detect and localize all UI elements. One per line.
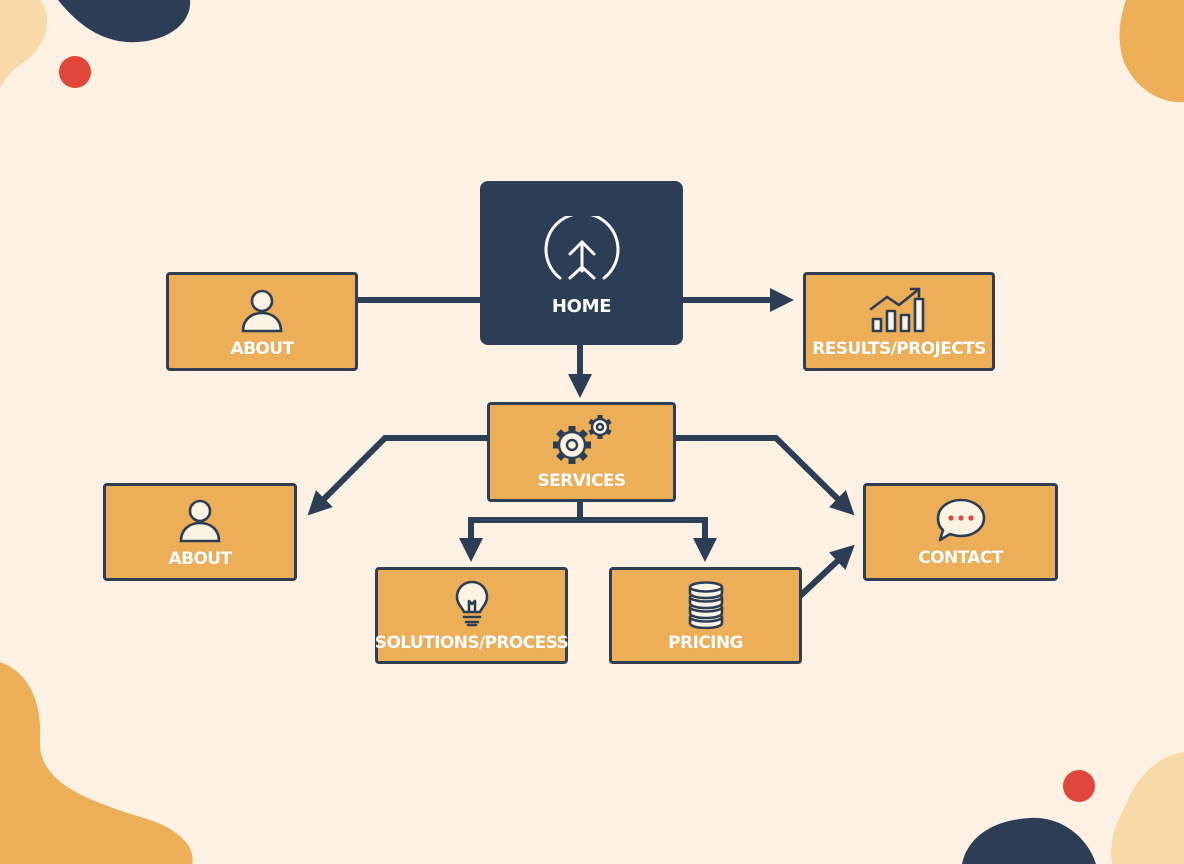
coin-stack-icon: [688, 580, 723, 629]
blob-bottom-left: [0, 662, 193, 864]
link-services-solutions: [459, 500, 583, 562]
node-about-top[interactable]: ABOUT: [166, 272, 358, 371]
node-home-label: HOME: [551, 295, 612, 317]
link-pricing-contact: [797, 544, 855, 599]
person-icon: [179, 499, 221, 543]
blob-top-left-light: [0, 0, 48, 88]
dot-top-left: [59, 56, 91, 88]
blob-bottom-right-dark: [962, 817, 1096, 864]
node-results-projects[interactable]: RESULTS/PROJECTS: [803, 272, 995, 371]
lightbulb-icon: [455, 580, 488, 626]
node-pricing-label: PRICING: [668, 632, 743, 653]
link-services-about: [307, 435, 488, 516]
blob-bottom-right-light: [1111, 752, 1184, 864]
node-home[interactable]: HOME: [480, 181, 683, 345]
node-about-left-label: ABOUT: [168, 549, 233, 569]
node-contact-label: CONTACT: [918, 548, 1003, 568]
node-results-projects-label: RESULTS/PROJECTS: [812, 338, 986, 359]
node-services-label: SERVICES: [537, 471, 627, 491]
node-pricing[interactable]: PRICING: [609, 567, 802, 664]
link-services-contact: [674, 435, 855, 516]
speech-bubble-icon: [936, 498, 985, 542]
home-arrow-up-icon: [544, 215, 619, 279]
node-contact[interactable]: CONTACT: [863, 483, 1058, 581]
bar-chart-trend-icon: [869, 287, 925, 332]
node-about-left[interactable]: ABOUT: [103, 483, 297, 581]
blob-top-right: [1119, 0, 1184, 103]
blob-top-left-dark: [58, 0, 191, 43]
node-services[interactable]: SERVICES: [487, 402, 676, 502]
gears-icon: [552, 415, 612, 464]
link-services-pricing: [580, 517, 708, 550]
node-about-top-label: ABOUT: [230, 338, 295, 359]
person-icon: [241, 289, 283, 332]
dot-bottom-right: [1063, 770, 1095, 802]
node-solutions-process[interactable]: SOLUTIONS/PROCESS: [374, 567, 569, 664]
node-solutions-process-label: SOLUTIONS/PROCESS: [374, 632, 569, 653]
